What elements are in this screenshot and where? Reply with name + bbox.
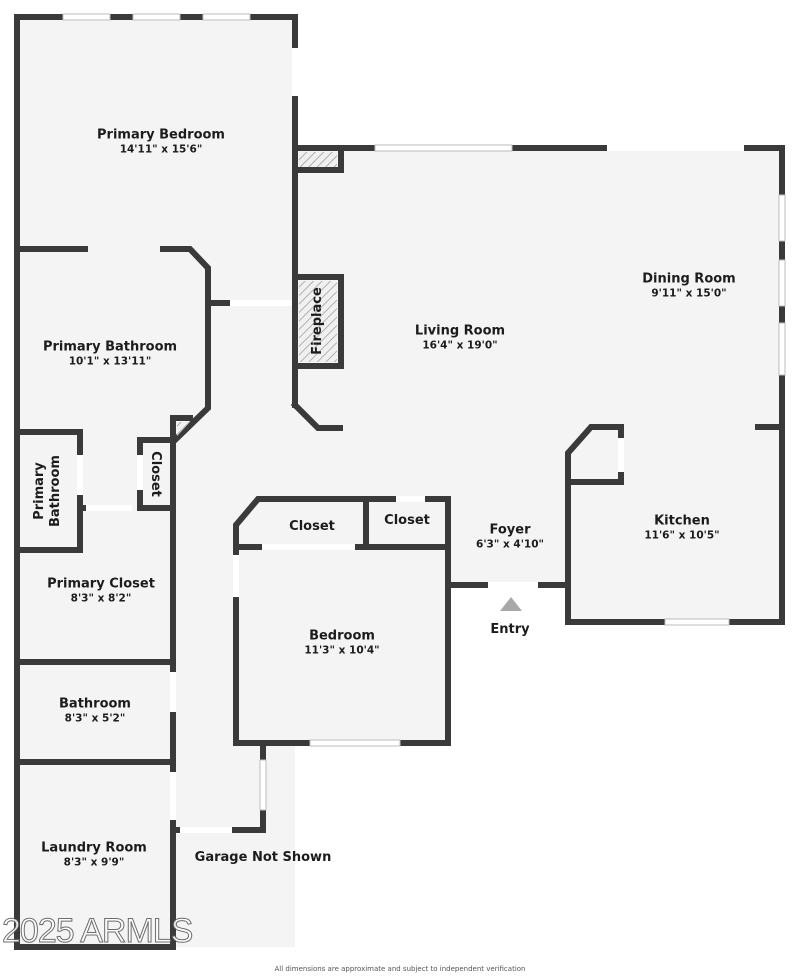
copyright-watermark: 2025 ARMLS — [1, 912, 193, 951]
room-label-primary-bathroom: Primary Bathroom 10'1" x 13'11" — [43, 339, 177, 368]
room-label-primary-closet: Primary Closet 8'3" x 8'2" — [47, 576, 155, 605]
room-label-primary-bedroom: Primary Bedroom 14'11" x 15'6" — [97, 127, 225, 156]
garage-note: Garage Not Shown — [194, 849, 332, 865]
room-name: Foyer — [489, 522, 531, 538]
room-label-laundry-room: Laundry Room 8'3" x 9'9" — [41, 840, 147, 869]
room-dimensions: 10'1" x 13'11" — [68, 355, 152, 368]
room-name: Primary Bathroom — [42, 339, 178, 355]
room-label-foyer: Foyer 6'3" x 4'10" — [476, 522, 544, 551]
room-dimensions: 8'3" x 5'2" — [64, 712, 126, 725]
room-label-bathroom: Bathroom 8'3" x 5'2" — [59, 696, 131, 725]
room-dimensions: 8'3" x 8'2" — [70, 592, 132, 605]
room-dimensions: 11'3" x 10'4" — [304, 644, 380, 657]
room-label-bedroom-closet-1: Closet — [289, 518, 335, 534]
room-label-dining-room: Dining Room 9'11" x 15'0" — [642, 271, 735, 300]
room-name: Primary Bathroom — [31, 455, 63, 527]
room-dimensions: 11'6" x 10'5" — [644, 529, 720, 542]
room-name: Primary Bedroom — [97, 127, 225, 143]
room-label-kitchen: Kitchen 11'6" x 10'5" — [644, 513, 719, 542]
entry-label: Entry — [490, 621, 530, 637]
door-openings — [77, 300, 624, 833]
windows — [62, 13, 786, 811]
room-dimensions: 8'3" x 9'9" — [63, 856, 125, 869]
room-label-hall-closet: Closet — [148, 451, 164, 497]
entry-arrow-icon — [500, 597, 522, 611]
room-dimensions: 14'11" x 15'6" — [119, 143, 203, 156]
dimensions-disclaimer: All dimensions are approximate and subje… — [274, 965, 526, 973]
room-label-bedroom: Bedroom 11'3" x 10'4" — [304, 628, 379, 657]
room-name: Laundry Room — [41, 840, 147, 856]
room-dimensions: 6'3" x 4'10" — [476, 538, 544, 551]
floor-areas — [17, 17, 782, 947]
room-label-living-room: Living Room 16'4" x 19'0" — [415, 323, 505, 352]
room-name: Primary Closet — [47, 576, 155, 592]
room-name: Kitchen — [654, 513, 710, 529]
fireplace-fixture — [177, 152, 337, 436]
room-dimensions: 9'11" x 15'0" — [651, 287, 727, 300]
room-label-primary-bathroom-wc: Primary Bathroom — [32, 451, 65, 531]
room-dimensions: 16'4" x 19'0" — [422, 339, 498, 352]
room-name: Bathroom — [59, 696, 131, 712]
room-name: Living Room — [414, 323, 506, 339]
room-name: Bedroom — [309, 628, 375, 644]
room-name: Dining Room — [642, 271, 736, 287]
walls — [14, 14, 785, 950]
room-label-bedroom-closet-2: Closet — [384, 512, 430, 528]
fireplace-label: Fireplace — [309, 287, 325, 355]
